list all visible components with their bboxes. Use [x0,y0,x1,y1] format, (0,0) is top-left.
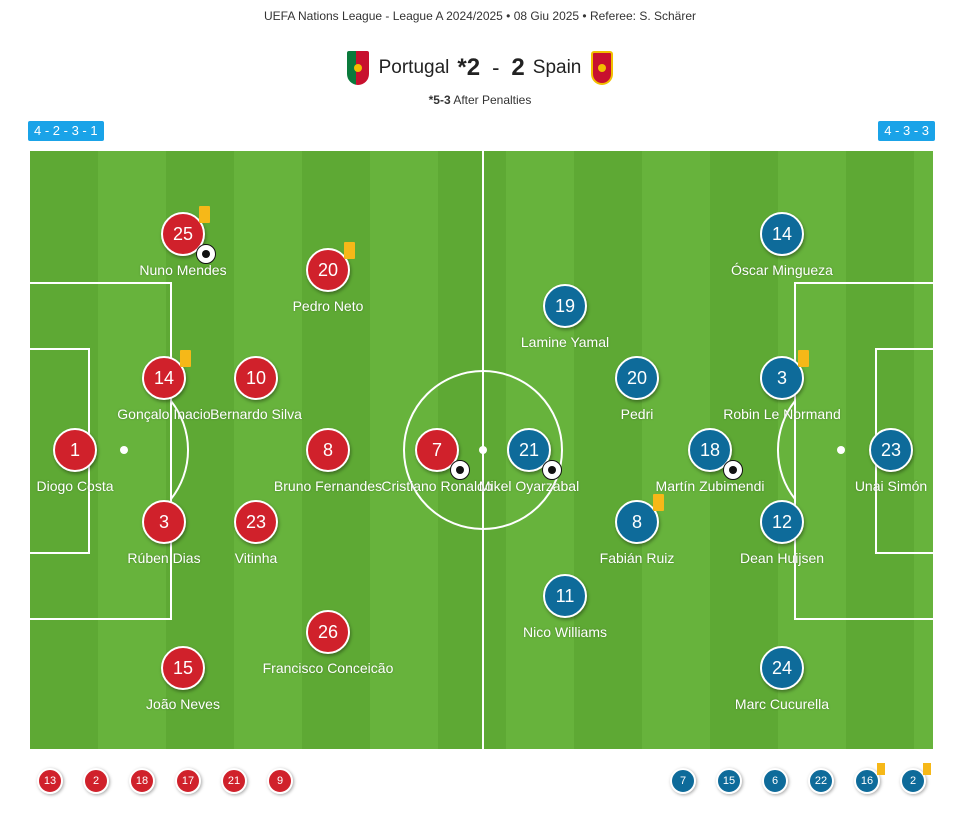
penalty-score: *5-3 [428,93,451,107]
home-team-name: Portugal [378,57,450,78]
home-player-10[interactable]: 10 [234,356,278,400]
away-player-name: Mikel Oyarzabal [478,478,580,494]
away-player-8[interactable]: 8 [615,500,659,544]
home-player-name: Diogo Costa [36,478,114,494]
away-formation-badge: 4 - 3 - 3 [878,121,935,141]
home-player-name: Bruno Fernandes [273,478,383,494]
home-player-3[interactable]: 3 [142,500,186,544]
away-player-3[interactable]: 3 [760,356,804,400]
home-player-name: João Neves [146,696,220,712]
home-sub-21[interactable]: 21 [221,768,247,794]
home-player-name: Gonçalo Inacio [117,406,211,422]
away-player-19[interactable]: 19 [543,284,587,328]
yellow-card-icon [877,763,885,775]
home-score: *2 [457,54,481,81]
goal-ball-icon [723,460,743,480]
score-separator: - [492,55,500,80]
away-player-name: Unai Simón [854,478,928,494]
home-player-1[interactable]: 1 [53,428,97,472]
home-player-26[interactable]: 26 [306,610,350,654]
home-player-8[interactable]: 8 [306,428,350,472]
home-player-name: Cristiano Ronaldo [381,478,493,494]
away-player-name: Nico Williams [523,624,607,640]
away-player-24[interactable]: 24 [760,646,804,690]
portugal-crest-icon [346,51,369,85]
away-sub-6[interactable]: 6 [762,768,788,794]
away-player-11[interactable]: 11 [543,574,587,618]
home-sub-2[interactable]: 2 [83,768,109,794]
yellow-card-icon [344,242,355,259]
away-sub-22[interactable]: 22 [808,768,834,794]
spain-crest-icon [591,51,614,85]
scoreline: Portugal *2 - 2 Spain [0,50,960,86]
away-player-23[interactable]: 23 [869,428,913,472]
yellow-card-icon [923,763,931,775]
home-player-name: Rúben Dias [127,550,201,566]
home-sub-18[interactable]: 18 [129,768,155,794]
away-team-name: Spain [532,57,582,78]
home-player-15[interactable]: 15 [161,646,205,690]
home-player-20[interactable]: 20 [306,248,350,292]
home-player-name: Nuno Mendes [139,262,227,278]
home-sub-9[interactable]: 9 [267,768,293,794]
away-sub-15[interactable]: 15 [716,768,742,794]
away-player-name: Pedri [620,406,654,422]
goal-ball-icon [196,244,216,264]
penalty-label: After Penalties [450,93,532,107]
away-player-name: Marc Cucurella [734,696,830,712]
away-player-name: Robin Le Normand [723,406,841,422]
away-player-name: Lamine Yamal [520,334,610,350]
home-player-name: Vitinha [234,550,278,566]
home-player-23[interactable]: 23 [234,500,278,544]
home-player-14[interactable]: 14 [142,356,186,400]
yellow-card-icon [199,206,210,223]
home-player-name: Bernardo Silva [210,406,302,422]
away-player-name: Dean Huijsen [739,550,825,566]
home-player-name: Francisco Conceicão [262,660,394,676]
home-sub-17[interactable]: 17 [175,768,201,794]
home-formation-badge: 4 - 2 - 3 - 1 [28,121,104,141]
away-player-12[interactable]: 12 [760,500,804,544]
goal-ball-icon [542,460,562,480]
match-info-line: UEFA Nations League - League A 2024/2025… [263,9,697,23]
yellow-card-icon [180,350,191,367]
yellow-card-icon [653,494,664,511]
away-sub-2[interactable]: 2 [900,768,926,794]
goal-ball-icon [450,460,470,480]
away-player-14[interactable]: 14 [760,212,804,256]
away-sub-7[interactable]: 7 [670,768,696,794]
away-player-name: Fabián Ruiz [599,550,675,566]
away-score: 2 [511,54,525,81]
home-player-name: Pedro Neto [292,298,364,314]
pitch-markings [30,151,933,749]
away-player-20[interactable]: 20 [615,356,659,400]
home-sub-13[interactable]: 13 [37,768,63,794]
away-player-name: Óscar Mingueza [731,262,833,278]
away-sub-16[interactable]: 16 [854,768,880,794]
yellow-card-icon [798,350,809,367]
penalty-result: *5-3 After Penalties [0,93,960,107]
away-player-name: Martín Zubimendi [655,478,765,494]
